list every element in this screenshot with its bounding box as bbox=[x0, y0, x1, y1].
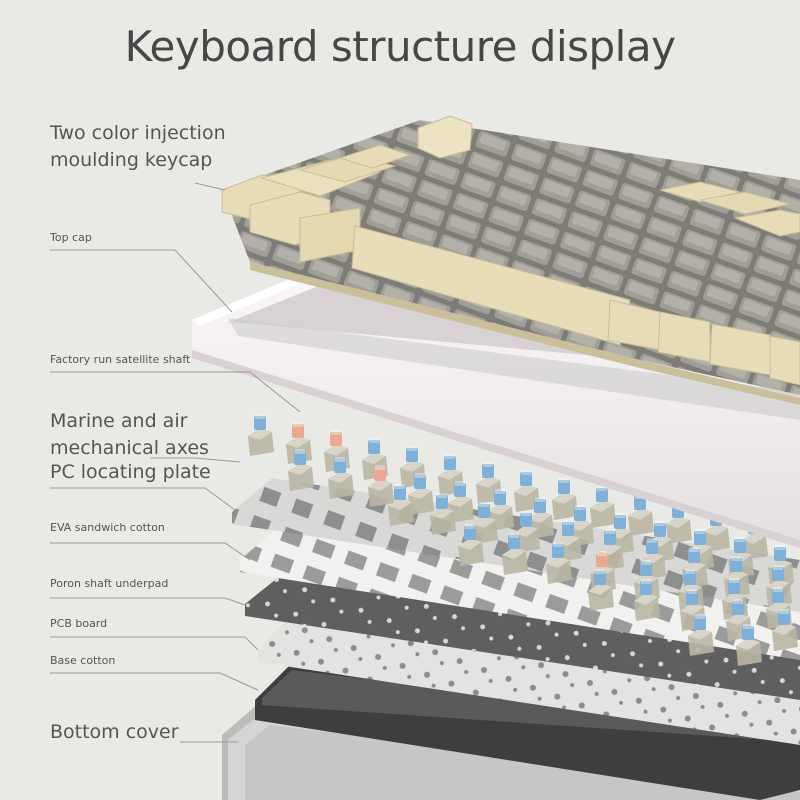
label-keycap: Two color injection moulding keycap bbox=[50, 120, 226, 174]
leader-lines bbox=[50, 182, 301, 743]
label-pcb-board: PCB board bbox=[50, 617, 108, 630]
switch-56 bbox=[772, 609, 798, 651]
switch-37 bbox=[514, 511, 540, 553]
switch-36 bbox=[472, 502, 498, 544]
label-satellite-shaft: Factory run satellite shaft bbox=[50, 353, 191, 366]
switch-34 bbox=[388, 484, 414, 526]
switch-44 bbox=[458, 524, 484, 566]
label-pc-plate: PC locating plate bbox=[50, 461, 211, 483]
label-bottom-cover: Bottom cover bbox=[50, 721, 179, 743]
keycap-layer bbox=[221, 115, 800, 405]
pcb-board-layer bbox=[258, 615, 800, 745]
switch-12 bbox=[438, 454, 464, 496]
switch-53 bbox=[634, 579, 660, 621]
switch-22 bbox=[328, 457, 354, 499]
switch-58 bbox=[736, 624, 762, 666]
switch-43 bbox=[766, 565, 792, 607]
switch-17 bbox=[628, 494, 654, 536]
eva-cotton-layer bbox=[240, 525, 800, 660]
switch-7 bbox=[248, 414, 274, 456]
switch-14 bbox=[514, 470, 540, 512]
switch-21 bbox=[288, 449, 314, 491]
switch-52 bbox=[588, 569, 614, 611]
switch-57 bbox=[688, 614, 714, 656]
switch-16 bbox=[590, 486, 616, 528]
label-base-cotton: Base cotton bbox=[50, 654, 116, 667]
label-keycap-line2: moulding keycap bbox=[50, 149, 213, 171]
poron-underpad-layer bbox=[245, 572, 800, 700]
switch-23 bbox=[368, 465, 394, 507]
label-axes-line1: Marine and air bbox=[50, 410, 188, 432]
label-eva-cotton: EVA sandwich cotton bbox=[50, 521, 165, 534]
label-keycap-line1: Two color injection bbox=[50, 122, 226, 144]
switch-35 bbox=[430, 493, 456, 535]
label-poron-underpad: Poron shaft underpad bbox=[50, 577, 169, 590]
switch-24 bbox=[408, 473, 434, 515]
label-axes-line2: mechanical axes bbox=[50, 437, 209, 459]
label-top-cap: Top cap bbox=[50, 231, 92, 244]
switch-15 bbox=[552, 478, 578, 520]
switch-46 bbox=[546, 542, 572, 584]
switch-45 bbox=[502, 533, 528, 575]
page-title: Keyboard structure display bbox=[124, 22, 676, 71]
label-mechanical-axes: Marine and air mechanical axes bbox=[50, 408, 209, 462]
